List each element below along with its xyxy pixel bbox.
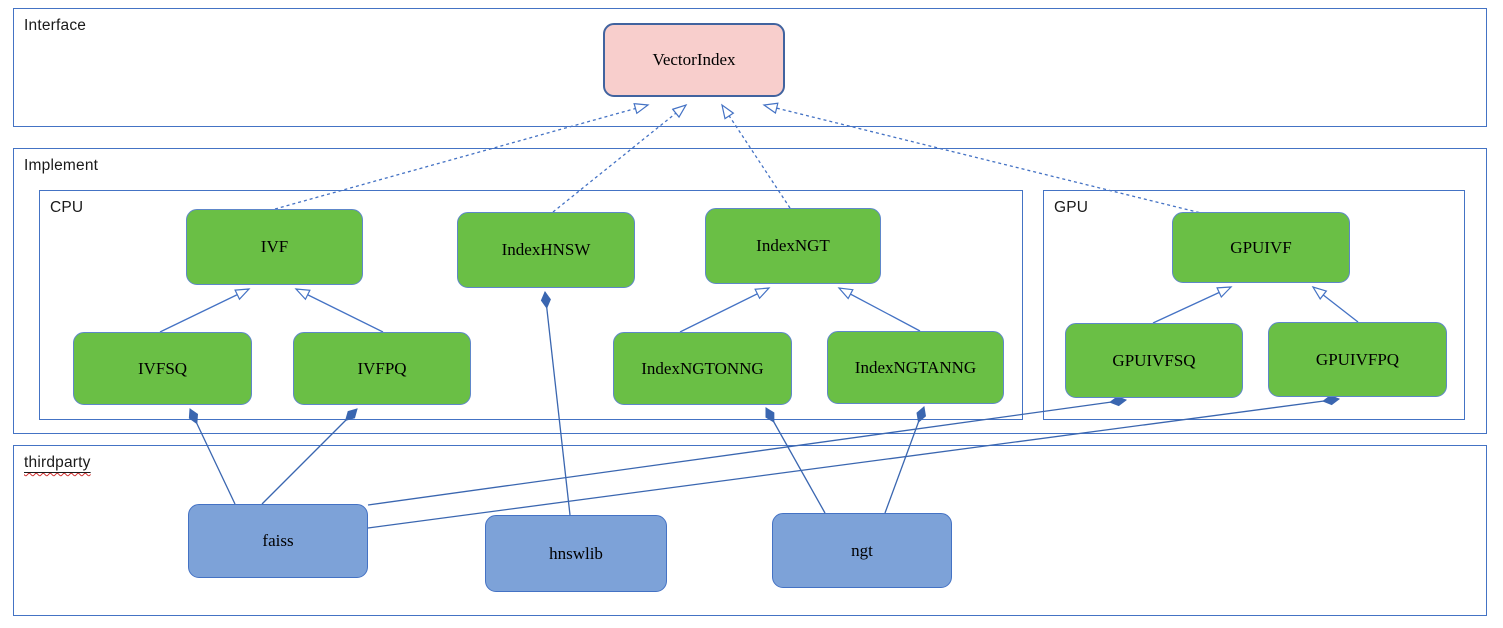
node-ngt-label: ngt: [851, 540, 873, 560]
container-gpu-label: GPU: [1054, 199, 1089, 216]
node-vectorindex-label: VectorIndex: [652, 50, 736, 69]
container-implement[interactable]: Implement: [13, 148, 1487, 434]
node-faiss-label: faiss: [262, 531, 294, 550]
node-indexngtanng-label: IndexNGTANNG: [854, 357, 977, 377]
node-ivf[interactable]: IVF: [186, 209, 363, 285]
edge-indexngt-vectorindex[interactable]: [721, 103, 791, 209]
edge-ngt-indexngtanng[interactable]: [884, 407, 924, 514]
node-hnswlib[interactable]: hnswlib: [485, 515, 667, 592]
container-thirdparty-label-text: thirdparty: [24, 454, 91, 471]
node-ivfpq[interactable]: IVFPQ: [293, 332, 471, 405]
node-hnswlib-label: hnswlib: [549, 543, 603, 563]
container-cpu[interactable]: CPU: [39, 190, 1023, 420]
edge-gpuivfpq-gpuivf[interactable]: [1311, 285, 1359, 323]
edge-ivfsq-ivf[interactable]: [159, 288, 251, 333]
node-ivfsq-label: IVFSQ: [137, 358, 188, 378]
node-indexngtonng[interactable]: IndexNGTONNG: [613, 332, 792, 405]
edge-ivfpq-ivf[interactable]: [294, 288, 384, 333]
container-cpu-label: CPU: [50, 199, 84, 216]
node-gpuivfsq-label: GPUIVFSQ: [1112, 350, 1196, 370]
container-interface-label: Interface: [24, 17, 87, 34]
edge-ngt-indexngtonng[interactable]: [765, 408, 826, 514]
edge-hnswlib-indexhnsw[interactable]: [545, 292, 571, 516]
node-ivf-label: IVF: [260, 237, 289, 256]
container-thirdparty[interactable]: thirdparty: [13, 445, 1487, 616]
container-implement-label: Implement: [24, 157, 99, 174]
edge-faiss-ivfsq[interactable]: [190, 409, 236, 505]
node-indexhnsw[interactable]: IndexHNSW: [457, 212, 635, 288]
container-gpu[interactable]: GPU: [1043, 190, 1465, 420]
node-gpuivf-label: GPUIVF: [1230, 237, 1292, 257]
edge-gpuivf-vectorindex[interactable]: [762, 102, 1206, 215]
container-thirdparty-label: thirdparty: [24, 454, 91, 472]
node-indexngtanng[interactable]: IndexNGTANNG: [827, 331, 1004, 404]
edge-faiss-gpuivfpq[interactable]: [367, 399, 1339, 529]
edge-faiss-ivfpq[interactable]: [261, 409, 357, 505]
node-gpuivfpq[interactable]: GPUIVFPQ: [1268, 322, 1447, 397]
node-indexngtonng-label: IndexNGTONNG: [641, 358, 764, 378]
edge-indexhnsw-vectorindex[interactable]: [552, 103, 688, 213]
node-ivfsq[interactable]: IVFSQ: [73, 332, 252, 405]
node-faiss[interactable]: faiss: [188, 504, 368, 578]
node-gpuivfpq-label: GPUIVFPQ: [1315, 349, 1400, 369]
container-interface[interactable]: Interface: [13, 8, 1487, 127]
node-vectorindex[interactable]: VectorIndex: [603, 23, 785, 97]
edge-indexngtanng-indexngt[interactable]: [837, 287, 921, 332]
node-indexngt-label: IndexNGT: [756, 236, 830, 255]
edge-indexngtonng-indexngt[interactable]: [679, 287, 771, 333]
node-gpuivfsq[interactable]: GPUIVFSQ: [1065, 323, 1243, 398]
node-ngt[interactable]: ngt: [772, 513, 952, 588]
edge-faiss-gpuivfsq[interactable]: [367, 400, 1126, 506]
node-indexhnsw-label: IndexHNSW: [501, 240, 591, 259]
edge-gpuivfsq-gpuivf[interactable]: [1152, 286, 1233, 324]
node-indexngt[interactable]: IndexNGT: [705, 208, 881, 284]
node-gpuivf[interactable]: GPUIVF: [1172, 212, 1350, 283]
edge-ivf-vectorindex[interactable]: [274, 102, 650, 210]
node-ivfpq-label: IVFPQ: [357, 358, 407, 378]
